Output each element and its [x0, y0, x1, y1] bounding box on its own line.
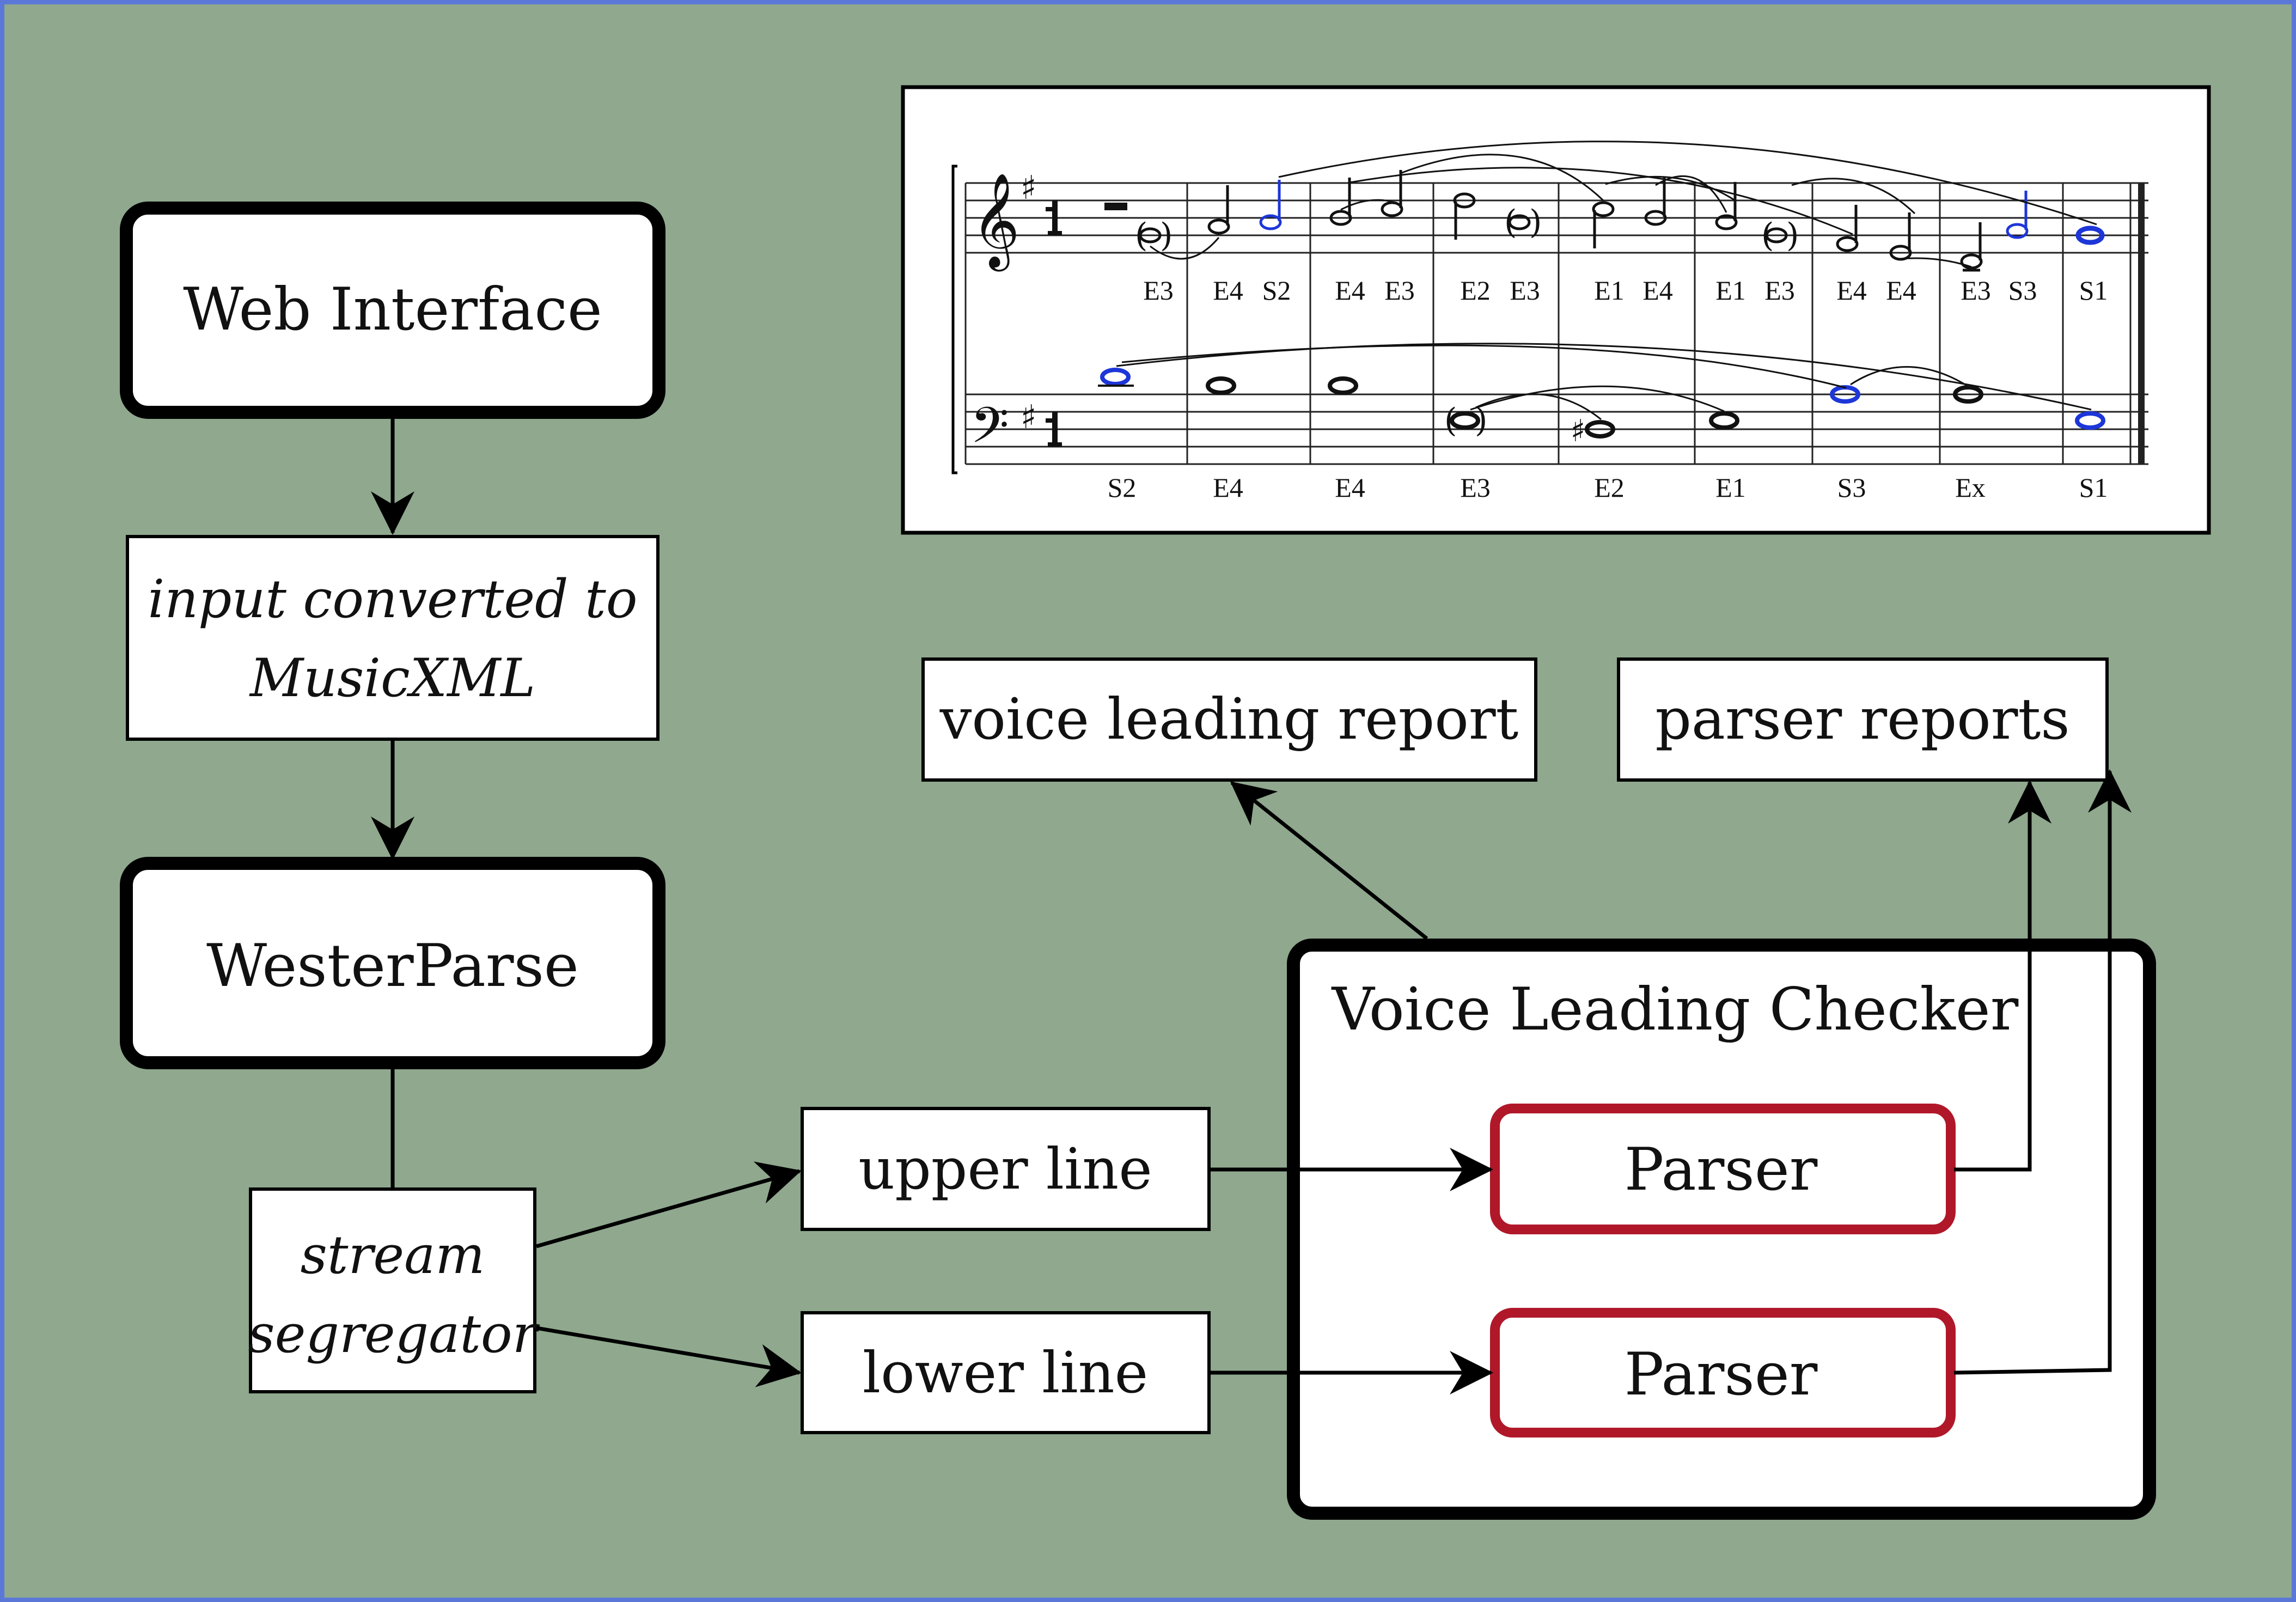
svg-text:E3: E3 — [1460, 472, 1491, 503]
svg-text:(: ( — [1135, 216, 1147, 254]
score-panel: 𝄞 𝄢 ♯ ♯ — [901, 85, 2211, 535]
svg-text:(: ( — [1504, 203, 1517, 241]
svg-text:E3: E3 — [1961, 275, 1991, 306]
converted-node: input converted to MusicXML — [126, 535, 660, 741]
svg-text:E4: E4 — [1642, 275, 1673, 306]
lower-notes — [1098, 368, 2105, 438]
sharp-icon: ♯ — [1021, 398, 1036, 436]
svg-text:): ) — [1160, 216, 1173, 254]
westerparse-node: WesterParse — [120, 857, 665, 1069]
svg-text:E4: E4 — [1335, 275, 1365, 306]
svg-text:E4: E4 — [1335, 472, 1365, 503]
connectors — [371, 417, 2132, 1394]
svg-text:E3: E3 — [1143, 275, 1174, 306]
voice-leading-report-node: voice leading report — [921, 657, 1537, 782]
system-brace — [951, 165, 957, 474]
web-interface-label: Web Interface — [183, 276, 602, 344]
converted-label-line2: MusicXML — [249, 648, 535, 709]
svg-text:S3: S3 — [1837, 472, 1866, 503]
lower-line-label: lower line — [863, 1339, 1148, 1406]
parser-lower-label: Parser — [1625, 1341, 1818, 1409]
svg-text:E4: E4 — [1213, 275, 1243, 306]
rest-icon — [1104, 203, 1127, 210]
svg-text:E3: E3 — [1384, 275, 1415, 306]
svg-text:E1: E1 — [1715, 275, 1746, 306]
parser-lower-node: Parser — [1490, 1308, 1956, 1437]
time-signature-icon — [1046, 200, 1062, 447]
svg-text:S1: S1 — [2079, 472, 2108, 503]
svg-text:E1: E1 — [1715, 472, 1746, 503]
upper-slurs — [1150, 141, 2097, 268]
svg-text:E3: E3 — [1764, 275, 1795, 306]
svg-text:E2: E2 — [1460, 275, 1491, 306]
svg-text:S2: S2 — [1262, 275, 1291, 306]
treble-clef-icon: 𝄞 — [972, 173, 1020, 272]
bass-clef-icon: 𝄢 — [970, 397, 1009, 466]
lower-staff — [966, 393, 2148, 465]
segregator-label-line1: stream — [301, 1225, 485, 1286]
upper-line-node: upper line — [801, 1107, 1211, 1231]
svg-text:(: ( — [1761, 216, 1774, 254]
svg-text:E2: E2 — [1594, 472, 1625, 503]
westerparse-label: WesterParse — [206, 932, 579, 1000]
lower-line-node: lower line — [801, 1311, 1211, 1434]
parser-reports-label: parser reports — [1655, 686, 2069, 752]
arrow-segregator-to-lower — [536, 1326, 802, 1387]
svg-text:S3: S3 — [2008, 275, 2037, 306]
upper-staff — [966, 182, 2148, 254]
svg-text:E1: E1 — [1594, 275, 1625, 306]
converted-label-line1: input converted to — [148, 569, 638, 630]
svg-text:S1: S1 — [2079, 275, 2108, 306]
arrow-parser-lower-to-reports — [1953, 769, 2132, 1375]
svg-text:): ) — [1786, 216, 1799, 254]
svg-text:Ex: Ex — [1955, 472, 1986, 503]
arrow-parser-upper-to-reports — [1954, 780, 2051, 1172]
parser-upper-label: Parser — [1625, 1136, 1818, 1204]
svg-text:E4: E4 — [1213, 472, 1243, 503]
lower-slurs — [1116, 343, 2092, 421]
arrow-checker-to-vl-report — [1230, 781, 1428, 940]
barlines — [964, 183, 2145, 464]
parser-upper-node: Parser — [1490, 1104, 1956, 1234]
sharp-icon: ♯ — [1021, 169, 1036, 207]
svg-text:): ) — [1529, 203, 1542, 241]
parser-reports-node: parser reports — [1617, 657, 2109, 782]
segregator-label-line2: segregator — [248, 1303, 540, 1365]
svg-text:E4: E4 — [1886, 275, 1916, 306]
svg-text:S2: S2 — [1108, 472, 1137, 503]
segregator-node: stream segregator — [248, 1187, 540, 1393]
sharp-icon: ♯ — [1571, 413, 1585, 449]
voice-leading-checker-label: Voice Leading Checker — [1331, 976, 2019, 1044]
svg-text:E4: E4 — [1836, 275, 1867, 306]
svg-text:E3: E3 — [1510, 275, 1540, 306]
upper-line-label: upper line — [858, 1136, 1152, 1202]
upper-analysis-labels: E3 E4 S2 E4 E3 E2 E3 E1 E4 E1 E3 E4 E4 E… — [1143, 275, 2108, 306]
voice-leading-report-label: voice leading report — [939, 686, 1519, 752]
web-interface-node: Web Interface — [120, 202, 665, 419]
arrow-segregator-to-upper — [536, 1161, 802, 1248]
upper-notes — [1139, 170, 2105, 272]
svg-text:): ) — [1475, 401, 1487, 440]
lower-analysis-labels: S2 E4 E4 E3 E2 E1 S3 Ex S1 — [1108, 472, 2108, 503]
